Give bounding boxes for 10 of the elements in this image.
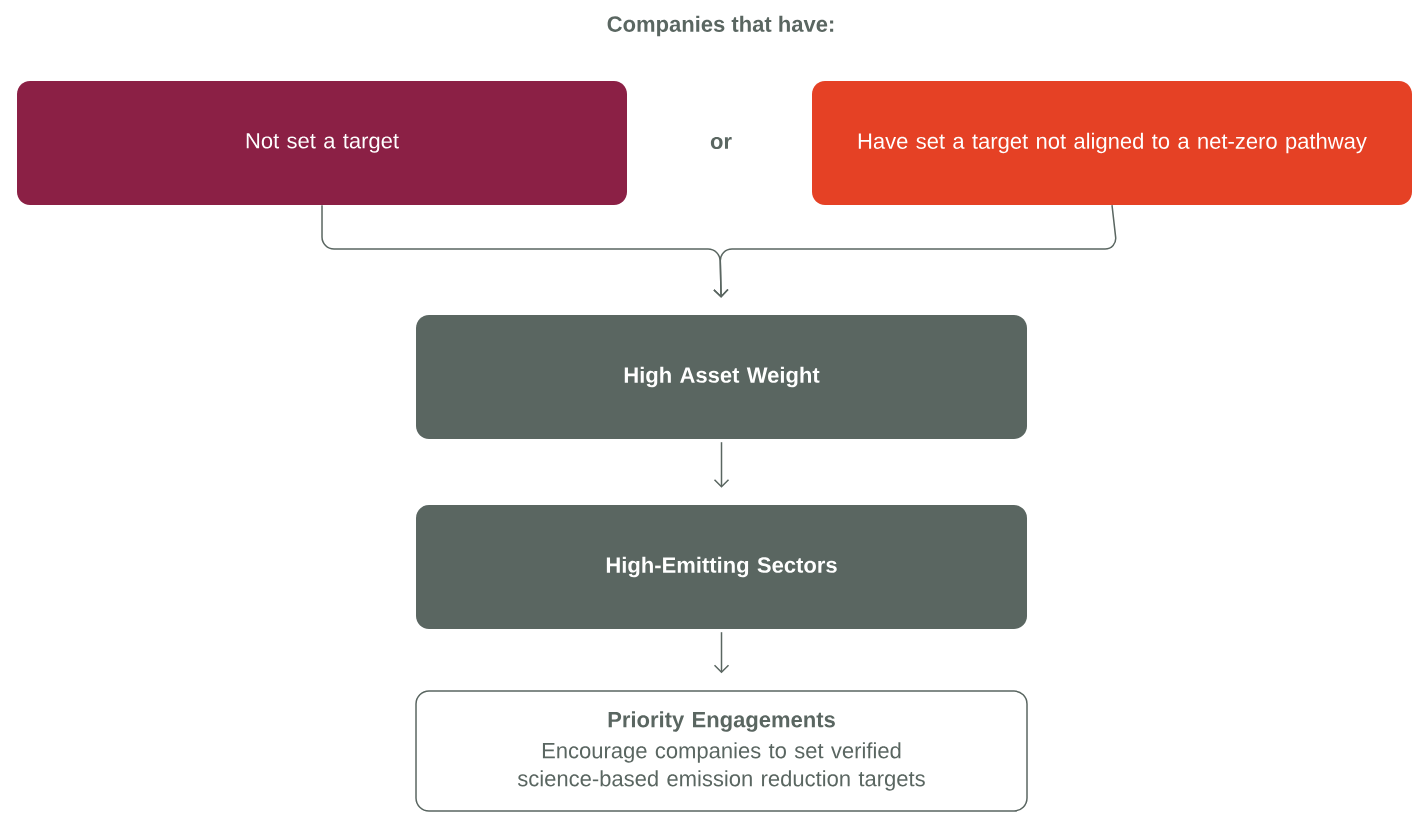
process-box: High-Emitting Sectors xyxy=(416,505,1027,629)
process-box: Have set a target not aligned to a net-zero pathway xyxy=(812,81,1412,205)
arrow xyxy=(713,631,730,674)
result-box: Priority Engagements Encourage companies to set verified science-based emission reduction targets xyxy=(415,690,1028,812)
process-box: High Asset Weight xyxy=(416,315,1027,439)
heading: Companies that have: xyxy=(607,15,834,37)
process-box: Not set a target xyxy=(17,81,627,205)
arrow xyxy=(713,441,730,488)
connector-word: or xyxy=(710,136,732,150)
arrow xyxy=(713,204,1117,298)
